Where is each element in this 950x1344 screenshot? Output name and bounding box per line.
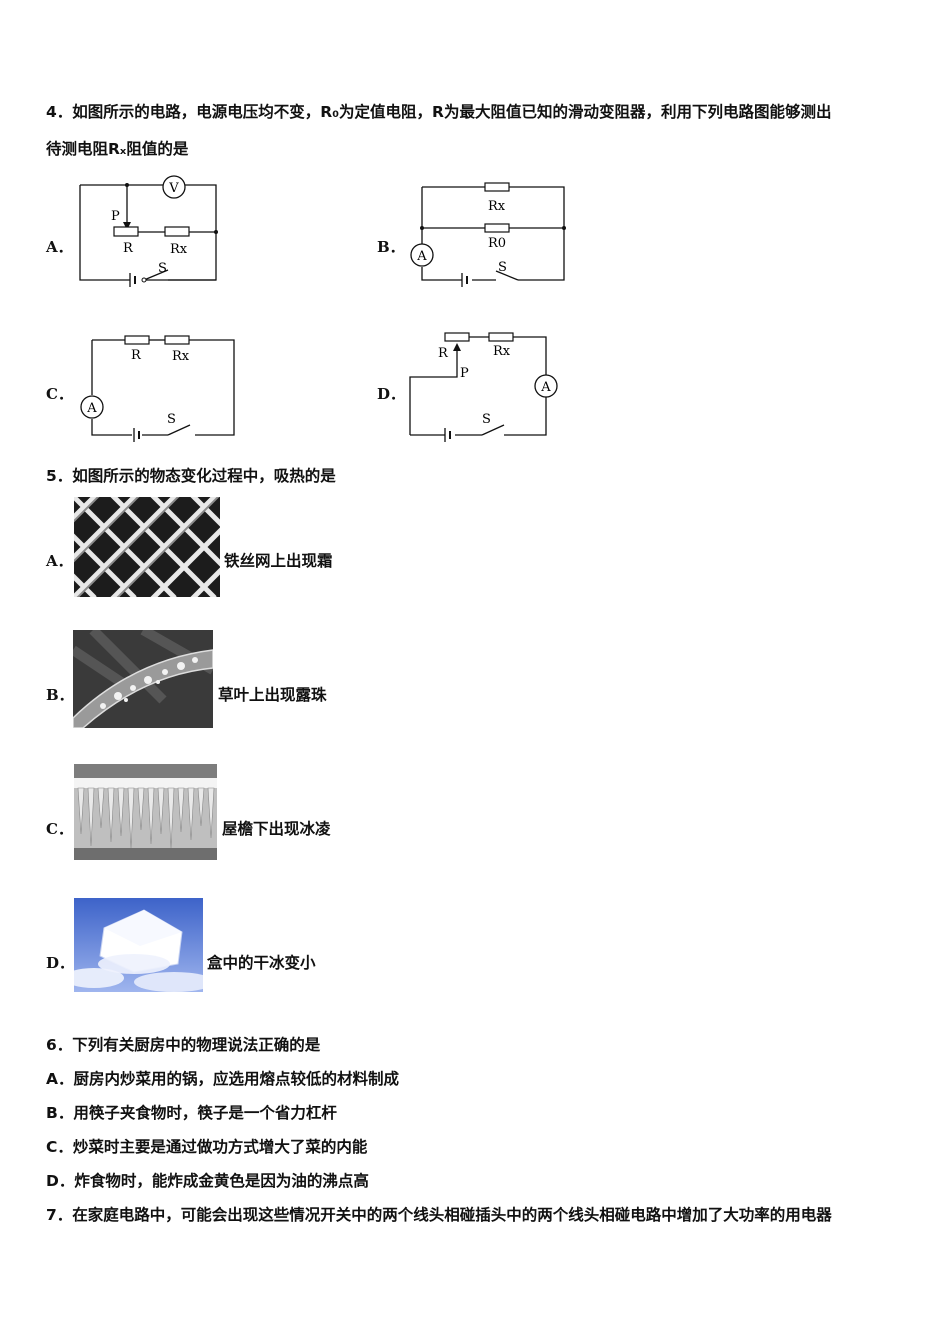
q4-stem-line2: 待测电阻Rₓ阻值的是 [46, 140, 189, 158]
dew-grass-leaf-photo [73, 630, 213, 728]
q6-option-d: D．炸食物时，能炸成金黄色是因为油的沸点高 [46, 1172, 369, 1190]
svg-text:R0: R0 [488, 236, 506, 251]
frost-wire-mesh-photo [74, 497, 220, 597]
circuit-d-diagram: A R Rx P S [409, 332, 558, 442]
q4-stem-line1: 4．如图所示的电路，电源电压均不变，R₀为定值电阻，R为最大阻值已知的滑动变阻器… [46, 103, 832, 121]
svg-text:Rx: Rx [493, 344, 511, 359]
q5-option-d-caption: 盒中的干冰变小 [207, 954, 316, 972]
svg-text:S: S [482, 412, 491, 427]
q4-option-d-label: D． [377, 385, 406, 403]
circuit-c-diagram: A R Rx S [80, 335, 235, 442]
svg-text:R: R [131, 348, 142, 363]
q5-option-b-caption: 草叶上出现露珠 [218, 686, 327, 704]
q6-option-a: A．厨房内炒菜用的锅，应选用熔点较低的材料制成 [46, 1070, 399, 1088]
dry-ice-box-photo [74, 898, 203, 992]
q4-option-c-label: C． [46, 385, 73, 403]
svg-text:R: R [123, 241, 134, 256]
q5-option-a-caption: 铁丝网上出现霜 [224, 552, 333, 570]
icicles-eaves-photo [74, 764, 217, 860]
ammeter-symbol: A [416, 249, 427, 264]
svg-text:Rx: Rx [170, 242, 188, 257]
q4-option-a-label: A． [46, 238, 73, 256]
circuit-b-diagram: A Rx R0 S [410, 182, 566, 287]
svg-text:Rx: Rx [172, 349, 190, 364]
q5-option-a-label: A． [46, 552, 73, 570]
q5-option-c-caption: 屋檐下出现冰凌 [222, 820, 331, 838]
svg-text:P: P [111, 209, 120, 224]
q4-option-b-label: B． [377, 238, 405, 256]
svg-text:Rx: Rx [488, 199, 506, 214]
q6-option-b: B．用筷子夹食物时，筷子是一个省力杠杆 [46, 1104, 337, 1122]
q6-stem: 6．下列有关厨房中的物理说法正确的是 [46, 1036, 321, 1054]
q5-stem: 5．如图所示的物态变化过程中，吸热的是 [46, 467, 336, 485]
q5-option-d-label: D． [46, 954, 75, 972]
circuit-a-diagram: V P R Rx S [79, 175, 218, 287]
q5-option-b-label: B． [46, 686, 74, 704]
svg-text:R: R [438, 346, 449, 361]
q5-option-c-label: C． [46, 820, 73, 838]
svg-text:S: S [498, 260, 507, 275]
svg-text:S: S [158, 261, 167, 276]
svg-text:P: P [460, 366, 469, 381]
q7-stem: 7．在家庭电路中，可能会出现这些情况开关中的两个线头相碰插头中的两个线头相碰电路… [46, 1206, 832, 1224]
svg-text:A: A [86, 401, 97, 416]
svg-text:A: A [540, 380, 551, 395]
q6-option-c: C．炒菜时主要是通过做功方式增大了菜的内能 [46, 1138, 368, 1156]
svg-text:S: S [167, 412, 176, 427]
voltmeter-symbol: V [168, 181, 179, 196]
